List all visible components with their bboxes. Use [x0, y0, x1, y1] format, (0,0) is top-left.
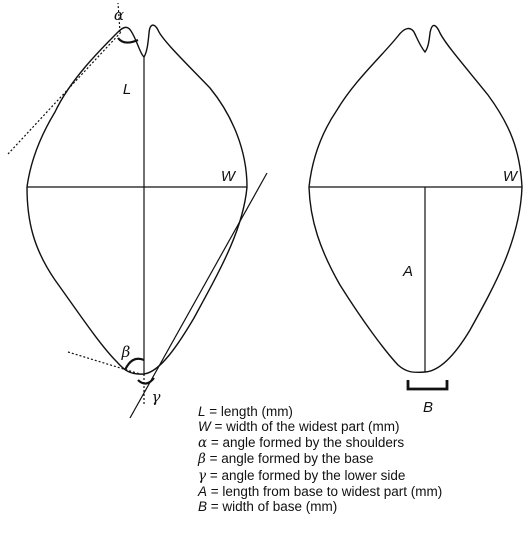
- legend-symbol: L: [198, 404, 206, 419]
- lower-side-tangent-line: [129, 172, 268, 419]
- legend-row-a: A = length from base to widest part (mm): [198, 484, 442, 499]
- legend-symbol: α: [198, 434, 208, 451]
- legend-text: = angle formed by the base: [209, 451, 374, 467]
- legend-text: = width of the widest part (mm): [214, 419, 400, 435]
- beta-label: β: [121, 343, 131, 361]
- legend-row-length: L = length (mm): [198, 404, 442, 419]
- base-to-widest-label: A: [402, 263, 413, 280]
- right-width-label: W: [503, 168, 519, 185]
- legend-row-gamma: γ = angle formed by the lower side: [198, 468, 442, 484]
- legend-symbol: γ: [198, 467, 207, 484]
- gamma-label: γ: [152, 388, 161, 406]
- legend-symbol: A: [198, 484, 208, 500]
- alpha-label: α: [114, 6, 124, 24]
- left-width-label: W: [221, 168, 237, 185]
- base-width-bracket: [406, 380, 449, 391]
- legend-symbol: β: [198, 451, 206, 468]
- shoulder-vertical-line: [117, 2, 121, 33]
- legend-symbol: B: [198, 499, 208, 515]
- beta-arc: [124, 357, 145, 371]
- right-leaf-outline: [308, 24, 523, 374]
- legend-row-b: B = width of base (mm): [198, 499, 442, 514]
- base-width-label: B: [423, 399, 433, 416]
- base-tangent-line: [67, 351, 141, 375]
- gamma-arc: [137, 377, 155, 385]
- legend-text: = angle formed by the shoulders: [210, 434, 405, 450]
- legend-text: = width of base (mm): [210, 499, 338, 515]
- legend-text: = length from base to widest part (mm): [210, 484, 443, 500]
- legend-text: = angle formed by the lower side: [209, 467, 406, 483]
- left-leaf-outline: [26, 24, 248, 375]
- legend: L = length (mm) W = width of the widest …: [198, 404, 442, 515]
- legend-symbol: W: [198, 419, 211, 435]
- legend-row-alpha: α = angle formed by the shoulders: [198, 435, 442, 451]
- right-leaf-figure: [308, 24, 523, 391]
- length-label: L: [123, 81, 131, 98]
- alpha-arc: [117, 37, 139, 44]
- shoulder-tangent-line: [7, 30, 123, 155]
- legend-row-width: W = width of the widest part (mm): [198, 419, 442, 434]
- legend-text: = length (mm): [209, 404, 293, 419]
- left-leaf-figure: [7, 2, 268, 419]
- legend-row-beta: β = angle formed by the base: [198, 451, 442, 467]
